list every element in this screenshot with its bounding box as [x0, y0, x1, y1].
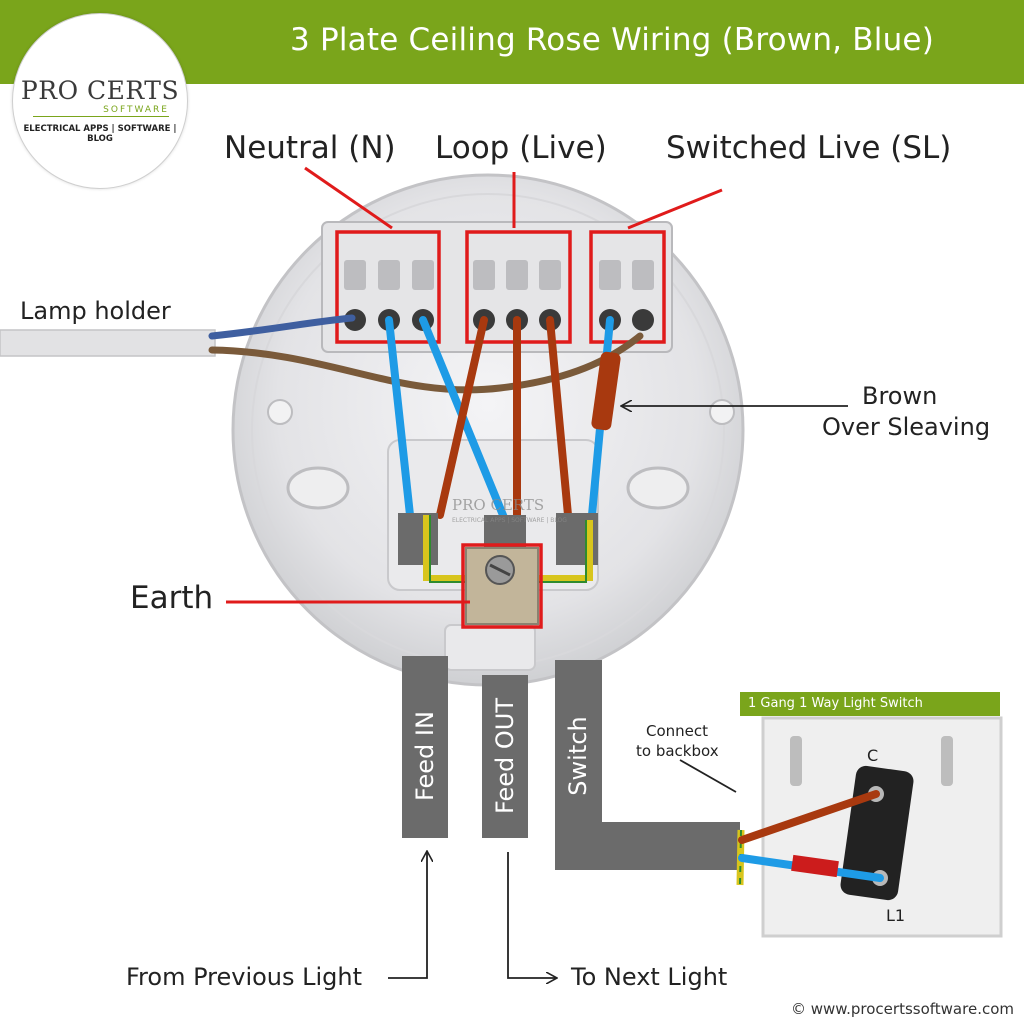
- page-title: 3 Plate Ceiling Rose Wiring (Brown, Blue…: [289, 22, 934, 58]
- switched-live-label: Switched Live (SL): [666, 130, 952, 166]
- switch-l1-label: L1: [886, 906, 906, 925]
- from-previous-light-label: From Previous Light: [126, 963, 363, 991]
- logo-name: PRO CERTS: [20, 76, 180, 105]
- brown-over-sleeving: [591, 351, 621, 431]
- loop-label: Loop (Live): [435, 130, 607, 166]
- neutral-label: Neutral (N): [224, 130, 396, 166]
- to-next-light-label: To Next Light: [571, 963, 728, 991]
- terminal-blocks: [321, 221, 673, 353]
- earth-highlight: [461, 543, 543, 629]
- switch-common-label: C: [867, 746, 879, 765]
- outgoing-cables: [402, 656, 740, 870]
- logo-sub: SOFTWARE: [103, 105, 169, 115]
- watermark-tagline: ELECTRICAL APPS | SOFTWARE | BLOG: [452, 517, 567, 524]
- earth-terminal: [461, 543, 543, 629]
- lamp-holder-label: Lamp holder: [20, 297, 171, 325]
- feed-in-cable-label: Feed IN: [411, 711, 439, 801]
- watermark-logo: PRO CERTS: [452, 496, 545, 514]
- logo-tagline: ELECTRICAL APPS | SOFTWARE | BLOG: [23, 124, 177, 144]
- brown-sleeving-label-line1: Brown: [862, 382, 938, 410]
- cable-ends: [398, 513, 598, 583]
- pointer-lines: [226, 166, 723, 604]
- arrow-icon: [388, 406, 848, 978]
- connect-backbox-label-line1: Connect: [646, 722, 709, 740]
- earth-label: Earth: [130, 580, 214, 616]
- switch-cable-label: Switch: [564, 716, 592, 796]
- copyright: © www.procertssoftware.com: [790, 1000, 1014, 1018]
- connect-backbox-label-line2: to backbox: [636, 742, 719, 760]
- switch-panel-title: 1 Gang 1 Way Light Switch: [740, 692, 1000, 716]
- feed-out-cable-label: Feed OUT: [491, 698, 519, 815]
- logo-divider: [33, 116, 169, 117]
- brown-sleeving-label-line2: Over Sleaving: [822, 413, 991, 441]
- logo: PRO CERTS SOFTWARE ELECTRICAL APPS | SOF…: [12, 13, 188, 189]
- light-switch-icon: [736, 716, 1003, 938]
